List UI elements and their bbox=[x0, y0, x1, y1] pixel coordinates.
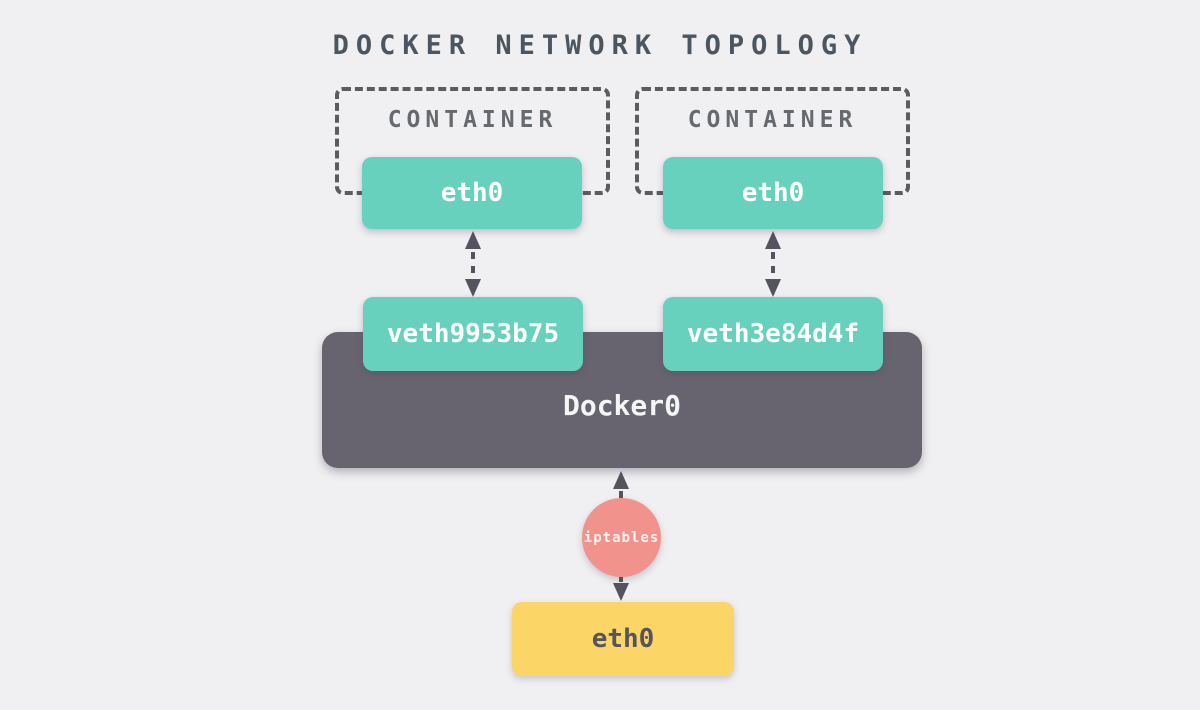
container-2-eth0-node: eth0 bbox=[663, 157, 883, 229]
docker0-bridge-label: Docker0 bbox=[562, 389, 681, 422]
double-arrow-eth0-veth-right bbox=[765, 231, 781, 297]
iptables-circle: iptables bbox=[582, 498, 661, 577]
diagram-title: DOCKER NETWORK TOPOLOGY bbox=[332, 30, 868, 61]
veth-node-1: veth9953b75 bbox=[363, 297, 583, 371]
host-eth0-label: eth0 bbox=[591, 624, 655, 654]
container-2-eth0-label: eth0 bbox=[741, 178, 805, 208]
container-2-label: CONTAINER bbox=[687, 107, 858, 133]
arrow-iptables-to-docker0 bbox=[613, 471, 629, 500]
veth-node-1-label: veth9953b75 bbox=[386, 319, 560, 349]
container-1-eth0-node: eth0 bbox=[362, 157, 582, 229]
arrow-iptables-to-eth0 bbox=[613, 575, 629, 601]
veth-node-2-label: veth3e84d4f bbox=[686, 319, 860, 349]
veth-node-2: veth3e84d4f bbox=[663, 297, 883, 371]
container-1-label: CONTAINER bbox=[387, 107, 558, 133]
double-arrow-eth0-veth-left bbox=[465, 231, 481, 297]
iptables-label: iptables bbox=[583, 529, 660, 546]
container-1-eth0-label: eth0 bbox=[440, 178, 504, 208]
host-eth0-node: eth0 bbox=[512, 602, 734, 676]
